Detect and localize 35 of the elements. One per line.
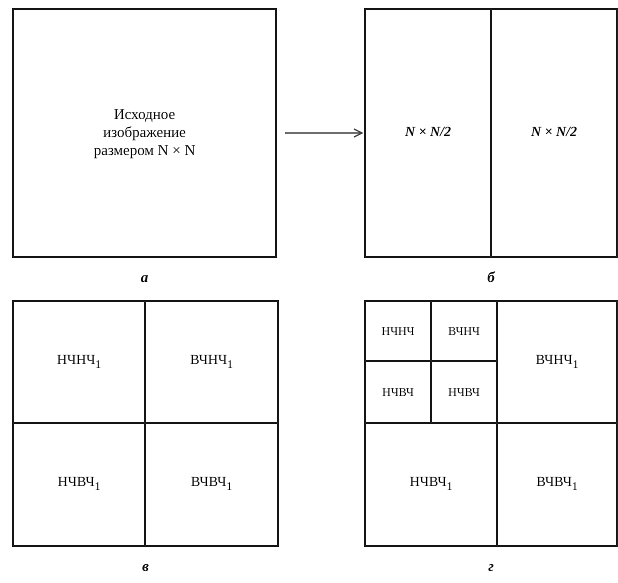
subband-cell xyxy=(144,300,279,424)
cell-label: N × N/2 xyxy=(404,124,452,142)
cell-label: НЧНЧ xyxy=(382,324,414,338)
cell-label: Исходное изображение размером N × N xyxy=(92,106,196,160)
subband-cell xyxy=(12,422,146,547)
subband-cell xyxy=(430,300,498,362)
panel-letter: в xyxy=(141,559,150,576)
cell-label: НЧВЧ xyxy=(382,384,414,400)
cell-label: НЧВЧ$_{1}$ xyxy=(58,475,100,494)
panel-letter: б xyxy=(486,270,496,287)
cell-label: ВЧНЧ$_{1}$ xyxy=(190,352,233,372)
image-panel xyxy=(364,8,618,258)
cell-label: ВЧНЧ$_{1}$ xyxy=(536,352,578,372)
subband-cell xyxy=(364,422,498,547)
cell-label: ВЧВЧ$_{1}$ xyxy=(536,475,578,494)
cell-label: НЧВЧ xyxy=(448,384,480,400)
arrow xyxy=(285,128,363,138)
panel-letter: а xyxy=(140,270,150,287)
subband-cell xyxy=(364,360,432,424)
cell-label: НЧНЧ$_{1}$ xyxy=(56,352,102,372)
subband-cell xyxy=(364,300,432,362)
subband-cell xyxy=(12,300,146,424)
image-panel xyxy=(12,8,277,258)
image-panel xyxy=(12,300,279,547)
panel-letter: г xyxy=(487,559,495,576)
cell-label: ВЧНЧ xyxy=(448,324,480,338)
cell-label: ВЧВЧ$_{1}$ xyxy=(190,475,232,494)
cell-label: N × N/2 xyxy=(530,124,578,142)
image-panel xyxy=(364,300,618,547)
subband-cell xyxy=(364,300,498,424)
subband-cell xyxy=(496,422,618,547)
subband-cell xyxy=(496,300,618,424)
cell-label: НЧВЧ$_{1}$ xyxy=(410,475,452,494)
subband-cell xyxy=(430,360,498,424)
subband-cell xyxy=(144,422,279,547)
